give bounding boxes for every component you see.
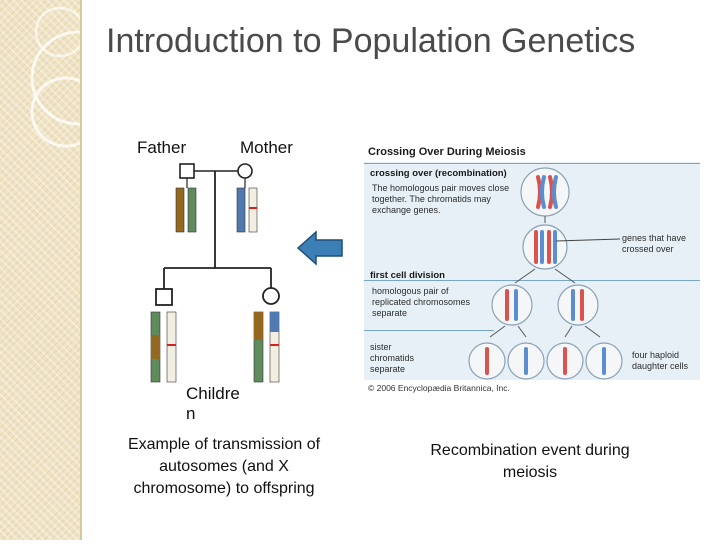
meiosis-panel-title: Crossing Over During Meiosis	[368, 146, 526, 158]
mother-chromosome-blue	[236, 187, 246, 233]
mother-label: Mother	[240, 138, 293, 157]
son-symbol	[155, 288, 173, 306]
father-label: Father	[137, 138, 187, 157]
daughter-symbol	[262, 287, 280, 305]
son-chromosome-cream	[166, 311, 177, 383]
children-label: Childre n	[186, 384, 240, 423]
pedigree-diagram	[150, 163, 280, 383]
left-caption: Example of transmission of autosomes (an…	[127, 436, 321, 497]
decorative-circles	[30, 6, 126, 148]
band2-text: homologous pair of replicated chromosome…	[372, 286, 471, 318]
band3-text: sister chromatids separate	[370, 342, 415, 374]
band1-title: crossing over (recombination)	[370, 168, 507, 179]
daughter-chromosome-blue-segment	[270, 312, 279, 332]
father-chromosome-brown	[175, 187, 185, 233]
band2-title: first cell division	[370, 270, 445, 281]
father-symbol	[179, 163, 195, 179]
daughter-chromosome-brown-segment	[254, 312, 263, 340]
slide-title: Introduction to Population Genetics	[106, 22, 636, 60]
band1-text: The homologous pair moves close together…	[372, 183, 510, 215]
meiosis-cells-illustration	[468, 167, 623, 380]
annotation-crossed-over: genes that have crossed over	[622, 233, 687, 254]
right-caption: Recombination event during meiosis	[430, 442, 630, 481]
copyright-notice: © 2006 Encyclopædia Britannica, Inc.	[368, 383, 510, 393]
mother-symbol	[237, 163, 253, 179]
annotation-haploid-cells: four haploid daughter cells	[632, 350, 689, 371]
father-chromosome-green	[187, 187, 197, 233]
decorative-sidebar	[0, 0, 126, 540]
son-chromosome-brown-segment	[151, 335, 160, 359]
sidebar-divider	[80, 0, 82, 540]
left-arrow-icon	[296, 230, 343, 266]
mother-chromosome-cream	[248, 187, 258, 233]
